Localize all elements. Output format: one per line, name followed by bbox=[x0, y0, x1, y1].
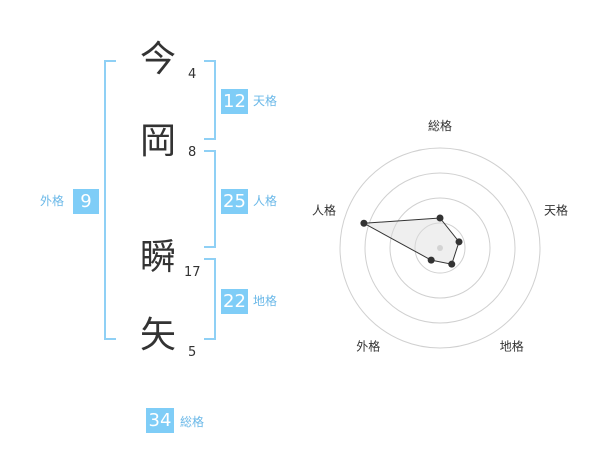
jinkaku-value: 25 bbox=[221, 189, 248, 214]
soukaku-label: 総格 bbox=[180, 415, 205, 429]
name-char-4: 矢 bbox=[139, 315, 176, 356]
radar-axis-label-3: 地格 bbox=[500, 339, 524, 354]
radar-center-dot bbox=[437, 245, 443, 251]
radar-series-polygon bbox=[362, 217, 460, 265]
stroke-count-1: 4 bbox=[188, 67, 197, 82]
radar-axis-label-5: 人格 bbox=[312, 202, 336, 217]
name-char-3: 瞬 bbox=[139, 237, 176, 278]
jinkaku-label: 人格 bbox=[253, 194, 278, 208]
jinkaku-bracket bbox=[204, 150, 216, 248]
radar-point-3 bbox=[448, 260, 456, 268]
radar-point-4 bbox=[427, 256, 435, 264]
radar-ring-4 bbox=[339, 147, 541, 349]
tenkaku-bracket bbox=[204, 60, 216, 140]
tenkaku-label: 天格 bbox=[253, 94, 278, 108]
stroke-count-2: 8 bbox=[188, 145, 197, 160]
radar-axis-label-1: 総格 bbox=[428, 118, 452, 133]
chikaku-bracket bbox=[204, 258, 216, 340]
tenkaku-value: 12 bbox=[221, 89, 248, 114]
radar-ring-3 bbox=[364, 172, 516, 324]
chikaku-value: 22 bbox=[221, 289, 248, 314]
chikaku-label: 地格 bbox=[253, 294, 278, 308]
radar-point-2 bbox=[455, 238, 463, 246]
gaikaku-value: 9 bbox=[73, 189, 99, 214]
name-char-2: 岡 bbox=[139, 121, 176, 162]
radar-ring-2 bbox=[389, 197, 491, 299]
radar-point-1 bbox=[436, 214, 444, 222]
gaikaku-label: 外格 bbox=[40, 194, 65, 208]
soukaku-value: 34 bbox=[146, 408, 174, 433]
radar-point-5 bbox=[360, 219, 368, 227]
radar-axis-label-2: 天格 bbox=[544, 202, 568, 217]
stroke-count-4: 5 bbox=[188, 345, 197, 360]
radar-axis-label-4: 外格 bbox=[356, 339, 380, 354]
radar-ring-1 bbox=[414, 222, 466, 274]
name-char-1: 今 bbox=[139, 39, 176, 80]
gaikaku-bracket bbox=[104, 60, 116, 340]
stroke-count-3: 17 bbox=[184, 265, 201, 280]
